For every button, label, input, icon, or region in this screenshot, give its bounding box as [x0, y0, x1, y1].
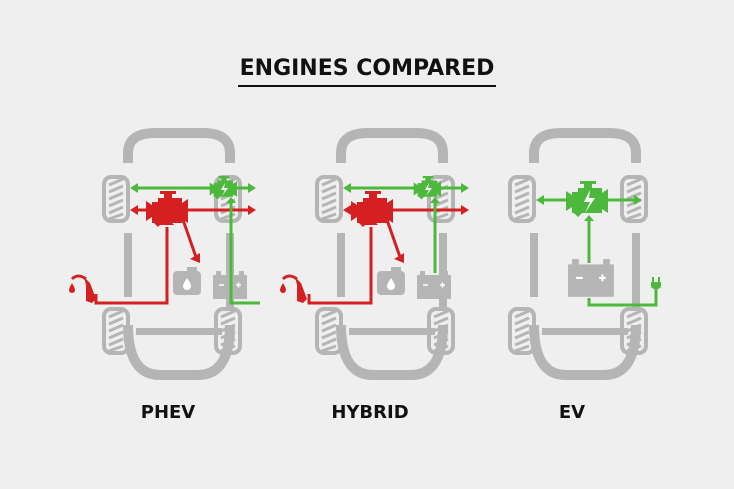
charging-plug-icon: [649, 275, 663, 297]
electric-motor-icon: [209, 176, 237, 200]
page-title: ENGINES COMPARED: [0, 56, 734, 87]
ev-diagram: [508, 125, 663, 390]
battery-icon: [416, 270, 452, 300]
charge-line: [229, 199, 260, 305]
label-phev: PHEV: [140, 402, 196, 423]
fuel-tank-icon: [377, 267, 405, 295]
tire-front-left: [508, 175, 536, 223]
electric-motor-icon: [413, 176, 441, 200]
electric-motor-icon: [566, 181, 608, 217]
tire-front-left: [102, 175, 130, 223]
fuel-line: [307, 227, 373, 305]
tire-front-left: [315, 175, 343, 223]
combustion-engine-icon: [146, 191, 188, 227]
charge-line: [587, 293, 658, 307]
fuel-tank-icon: [173, 267, 201, 295]
phev-diagram: [67, 125, 260, 390]
fuel-line: [94, 227, 169, 305]
label-ev: EV: [558, 402, 586, 423]
battery-icon: [566, 257, 615, 298]
fuel-pump-icon: [278, 274, 309, 305]
fuel-pump-icon: [67, 274, 98, 305]
combustion-engine-icon: [351, 191, 393, 227]
hybrid-diagram: [278, 125, 469, 390]
label-hybrid: HYBRID: [331, 402, 409, 423]
